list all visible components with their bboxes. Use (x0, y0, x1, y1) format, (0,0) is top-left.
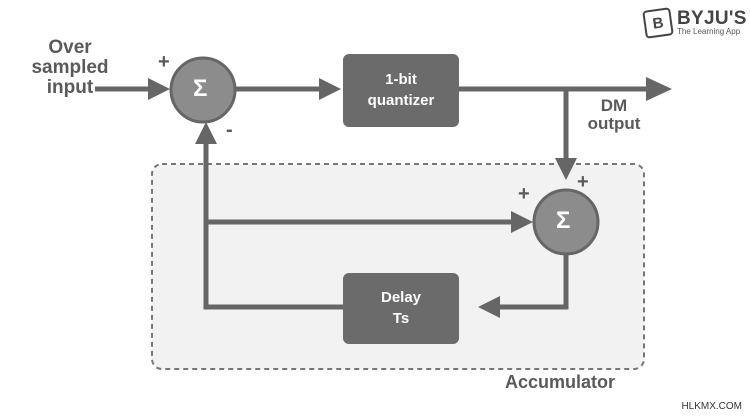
quantizer-block: 1-bit quantizer (343, 54, 459, 127)
byjus-logo-icon: B (642, 7, 674, 39)
quantizer-input-arrowhead (319, 78, 341, 100)
accumulator-label: Accumulator (505, 372, 616, 392)
input-arrowhead (148, 78, 170, 100)
delay-label-line-2: Ts (392, 309, 410, 327)
watermark: HLKMX.COM (681, 401, 742, 412)
output-arrowhead (646, 77, 672, 101)
byjus-logo: B BYJU'S The Learning App (642, 7, 747, 39)
input-label-line-1: Over (48, 37, 92, 58)
summer2-circle (532, 188, 600, 256)
summer2-to-delay-line (497, 250, 569, 310)
delay-input-arrowhead (478, 296, 500, 318)
summer2-left-arrowhead (511, 211, 533, 233)
delay-block: Delay Ts (343, 273, 459, 344)
input-label-line-3: input (46, 76, 94, 98)
input-label-line-2: sampled (31, 56, 109, 78)
output-label-line-1: DM (600, 96, 628, 115)
summer2-left-plus-sign: + (518, 183, 530, 205)
summer1-circle (169, 56, 237, 124)
accumulator-region (151, 163, 645, 370)
summer1-symbol: Σ (193, 75, 208, 102)
summer2-symbol: Σ (556, 207, 571, 234)
summer2-top-arrowhead (555, 158, 577, 180)
summer2-top-plus-sign: + (577, 171, 589, 193)
quantizer-label-line-1: 1-bit (385, 71, 417, 89)
summer1-bottom-arrowhead (195, 122, 217, 144)
delay-feedback-line (203, 140, 343, 310)
input-label: Over sampled input (20, 38, 120, 98)
summer1-minus-sign: - (226, 119, 233, 141)
summer1-plus-sign: + (158, 51, 170, 73)
quantizer-label-line-2: quantizer (367, 91, 435, 109)
output-label: DM output (574, 97, 654, 133)
logo-tagline: The Learning App (677, 27, 741, 37)
delay-label-line-1: Delay (380, 289, 422, 307)
output-label-line-2: output (587, 113, 641, 133)
logo-name: BYJU'S (677, 8, 747, 30)
